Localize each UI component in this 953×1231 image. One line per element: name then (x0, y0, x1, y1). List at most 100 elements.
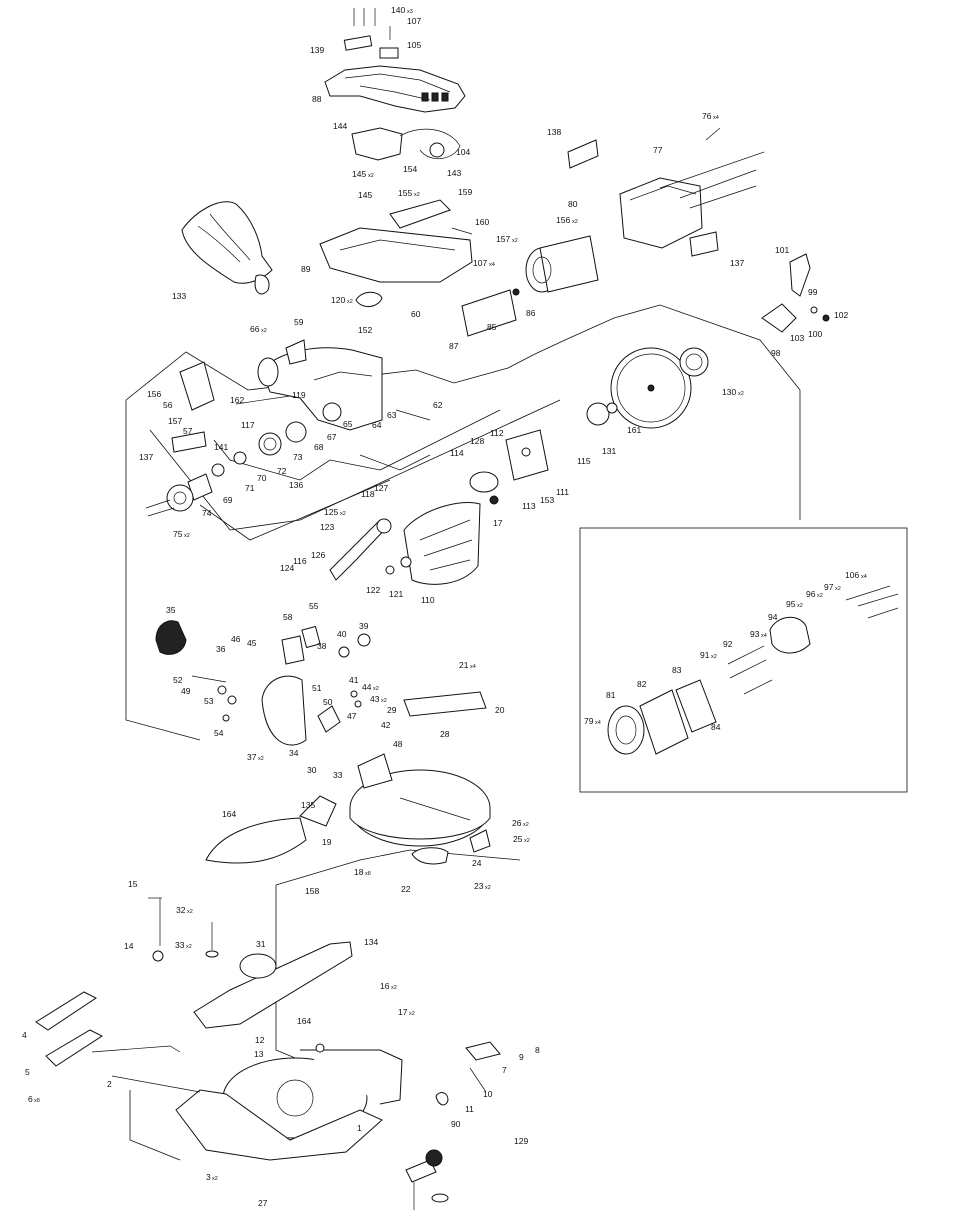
part-number-95: 95 (786, 599, 796, 609)
part-number-162: 162 (230, 395, 244, 405)
part-number-1: 1 (357, 1123, 362, 1133)
part-number-40: 40 (337, 629, 347, 639)
part-number-127: 127 (374, 483, 388, 493)
pivot-assembly (155, 620, 371, 746)
part-number-56: 56 (163, 400, 173, 410)
part-number-91: 91 (700, 650, 710, 660)
part-quantity-16: x2 (391, 985, 397, 991)
part-number-68: 68 (314, 442, 324, 452)
part-number-15: 15 (128, 879, 138, 889)
part-number-57: 57 (183, 426, 193, 436)
part-number-123: 123 (320, 522, 334, 532)
part-number-105: 105 (407, 40, 421, 50)
part-number-101: 101 (775, 245, 789, 255)
part-quantity-130: x2 (738, 391, 744, 397)
part-number-80: 80 (568, 199, 578, 209)
part-number-33: 33 (333, 770, 343, 780)
part-quantity-91: x2 (711, 654, 717, 660)
part-quantity-43: x2 (381, 698, 387, 704)
lower-blade-guard (329, 429, 549, 585)
part-number-24: 24 (472, 858, 482, 868)
part-number-17: 17 (493, 518, 503, 528)
part-number-17: 17 (398, 1007, 408, 1017)
part-number-58: 58 (283, 612, 293, 622)
part-quantity-33: x2 (186, 944, 192, 950)
part-number-88: 88 (312, 94, 322, 104)
part-number-107: 107 (473, 258, 487, 268)
part-number-100: 100 (808, 329, 822, 339)
part-number-137: 137 (730, 258, 744, 268)
part-number-125: 125 (324, 507, 338, 517)
part-number-152: 152 (358, 325, 372, 335)
part-number-121: 121 (389, 589, 403, 599)
part-number-6: 6 (28, 1094, 33, 1104)
part-number-145: 145 (358, 190, 372, 200)
lever-assembly (761, 253, 830, 333)
part-number-4: 4 (22, 1030, 27, 1040)
part-number-20: 20 (495, 705, 505, 715)
part-number-11: 11 (465, 1104, 474, 1114)
part-number-12: 12 (255, 1035, 265, 1045)
part-number-157: 157 (496, 234, 510, 244)
part-quantity-75: x2 (184, 533, 190, 539)
part-quantity-155: x2 (414, 192, 420, 198)
part-number-157: 157 (168, 416, 182, 426)
part-number-154: 154 (403, 164, 417, 174)
part-quantity-26: x2 (523, 822, 529, 828)
part-number-128: 128 (470, 436, 484, 446)
part-number-111: 111 (556, 487, 569, 497)
part-quantity-32: x2 (187, 909, 193, 915)
part-number-49: 49 (181, 686, 191, 696)
part-number-76: 76 (702, 111, 712, 121)
part-quantity-23: x2 (485, 885, 491, 891)
labels (205, 795, 337, 864)
inset-detail-frame (579, 527, 908, 793)
part-number-75: 75 (173, 529, 183, 539)
part-number-28: 28 (440, 729, 450, 739)
part-number-5: 5 (25, 1067, 30, 1077)
part-quantity-125: x2 (340, 511, 346, 517)
part-number-140: 140 (391, 5, 405, 15)
part-number-34: 34 (289, 748, 299, 758)
part-quantity-3: x2 (212, 1176, 218, 1182)
part-number-118: 118 (361, 489, 375, 499)
part-number-120: 120 (331, 295, 345, 305)
part-number-26: 26 (512, 818, 522, 828)
part-number-115: 115 (577, 456, 591, 466)
part-number-106: 106 (845, 570, 859, 580)
part-number-153: 153 (540, 495, 554, 505)
part-number-141: 141 (214, 442, 228, 452)
part-number-107: 107 (407, 16, 421, 26)
part-number-164: 164 (297, 1016, 311, 1026)
part-number-3: 3 (206, 1172, 211, 1182)
part-number-70: 70 (257, 473, 267, 483)
part-number-51: 51 (312, 683, 322, 693)
part-number-44: 44 (362, 682, 372, 692)
part-number-42: 42 (381, 720, 391, 730)
part-number-114: 114 (450, 448, 464, 458)
handle-assembly (324, 8, 466, 113)
part-number-22: 22 (401, 884, 411, 894)
part-number-110: 110 (421, 595, 435, 605)
part-quantity-93: x4 (761, 633, 767, 639)
part-quantity-18: x8 (365, 871, 371, 877)
part-number-64: 64 (372, 420, 382, 430)
part-number-67: 67 (327, 432, 337, 442)
part-number-81: 81 (606, 690, 616, 700)
part-quantity-95: x2 (797, 603, 803, 609)
part-number-124: 124 (280, 563, 294, 573)
part-number-9: 9 (519, 1052, 524, 1062)
part-number-33: 33 (175, 940, 185, 950)
part-number-159: 159 (458, 187, 472, 197)
part-number-122: 122 (366, 585, 380, 595)
part-quantity-97: x2 (835, 586, 841, 592)
part-number-32: 32 (176, 905, 186, 915)
part-number-36: 36 (216, 644, 226, 654)
part-number-2: 2 (107, 1079, 112, 1089)
part-quantity-145: x2 (368, 173, 374, 179)
part-number-96: 96 (806, 589, 816, 599)
part-number-77: 77 (653, 145, 663, 155)
assembly-frames (125, 304, 908, 1161)
part-number-62: 62 (433, 400, 443, 410)
part-number-66: 66 (250, 324, 260, 334)
